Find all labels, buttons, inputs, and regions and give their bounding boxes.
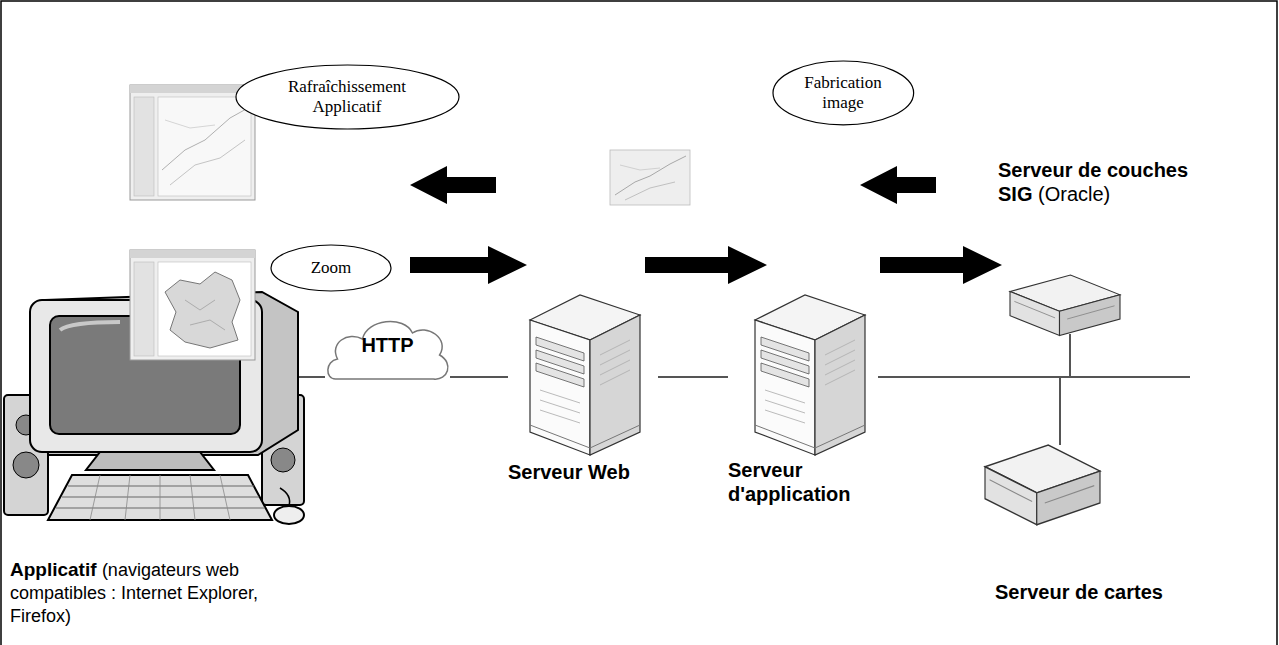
- text-wrap: Applicatif(navigateurs web compatibles :…: [10, 558, 323, 628]
- server-label: Serveur de cartes: [995, 581, 1163, 603]
- block-arrow: [645, 246, 767, 284]
- map-image: [620, 165, 660, 170]
- network-bus: [1060, 376, 1190, 378]
- map-image: [610, 150, 690, 205]
- network-cloud: HTTP: [325, 305, 450, 385]
- server-icon: [1010, 275, 1120, 336]
- block-arrow: [410, 166, 496, 204]
- server-icon: [985, 445, 1100, 525]
- server-icon: [1010, 275, 1120, 336]
- server-icon: [530, 295, 640, 455]
- server-node: Serveur de cartes: [985, 445, 1235, 606]
- server-icon: [985, 445, 1100, 525]
- map-image: [610, 150, 690, 205]
- screenshot: [165, 272, 240, 348]
- computer-illustration: [271, 448, 295, 472]
- computer-illustration: [274, 506, 304, 524]
- screenshot: [134, 97, 154, 196]
- ellipse-label: Rafraîchissement Applicatif: [272, 77, 422, 118]
- text-wrap: Rafraîchissement Applicatif: [272, 77, 422, 118]
- ellipse-outline: [773, 61, 914, 125]
- computer-illustration: [90, 475, 230, 520]
- server-node: Serveur de couches SIG(Oracle): [998, 158, 1260, 334]
- server-label: (Oracle): [1038, 183, 1110, 205]
- client-node: Applicatif(navigateurs web compatibles :…: [5, 228, 323, 633]
- network-link: [450, 376, 508, 378]
- ellipse-label: Zoom: [311, 258, 352, 278]
- text-wrap: Serveur Web: [508, 460, 658, 484]
- cloud-outline: [328, 322, 448, 380]
- text-wrap: Serveur de cartes: [995, 580, 1235, 604]
- block-arrow: [410, 246, 527, 284]
- text-wrap: Serveur d'application: [728, 458, 868, 506]
- network-link: [878, 334, 1070, 377]
- text-wrap: Zoom: [311, 258, 352, 278]
- server-node: Serveur d'application: [728, 292, 878, 508]
- computer-illustration: [13, 452, 39, 478]
- map-image: [625, 182, 675, 200]
- callout-ellipse: Zoom: [270, 244, 392, 292]
- screenshot: [130, 250, 255, 258]
- block-arrow: [410, 166, 1002, 284]
- screenshot: [170, 140, 245, 185]
- computer-illustration: [48, 475, 272, 520]
- screenshot: [165, 120, 215, 128]
- computer-illustration: [60, 322, 120, 330]
- screenshot: [130, 250, 255, 360]
- ellipse-outline: [236, 65, 459, 129]
- server-node: Serveur Web: [508, 292, 658, 486]
- cloud-label: HTTP: [361, 333, 413, 357]
- screenshot: [130, 250, 255, 360]
- screenshot: [134, 262, 154, 356]
- block-arrow: [860, 166, 936, 204]
- network-link: [658, 376, 728, 378]
- server-label: Serveur Web: [508, 461, 630, 483]
- network-link: [878, 377, 1060, 445]
- callout-ellipse: Fabrication image: [772, 60, 915, 126]
- server-icon: [755, 295, 865, 455]
- screenshot: [162, 108, 248, 170]
- computer-illustration: [86, 452, 214, 470]
- text-wrap: Serveur de couches SIG(Oracle): [998, 158, 1260, 206]
- map-image: [615, 156, 686, 195]
- ellipse-outline: [271, 245, 391, 291]
- ellipse-label: Fabrication image: [797, 73, 889, 114]
- server-icon: [755, 295, 865, 455]
- block-arrow: [880, 246, 1002, 284]
- text-wrap: Fabrication image: [797, 73, 889, 114]
- computer-illustration: [280, 488, 290, 506]
- text-wrap: HTTP: [361, 333, 413, 357]
- computer-illustration: [56, 486, 265, 508]
- screenshot: [158, 262, 251, 356]
- server-label: Serveur d'application: [728, 459, 851, 505]
- server-label: Applicatif: [10, 559, 97, 580]
- screenshot: [185, 300, 225, 330]
- network-bus: [296, 376, 324, 378]
- screenshot: [158, 97, 251, 196]
- server-icon: [530, 295, 640, 455]
- callout-ellipse: Rafraîchissement Applicatif: [235, 64, 460, 130]
